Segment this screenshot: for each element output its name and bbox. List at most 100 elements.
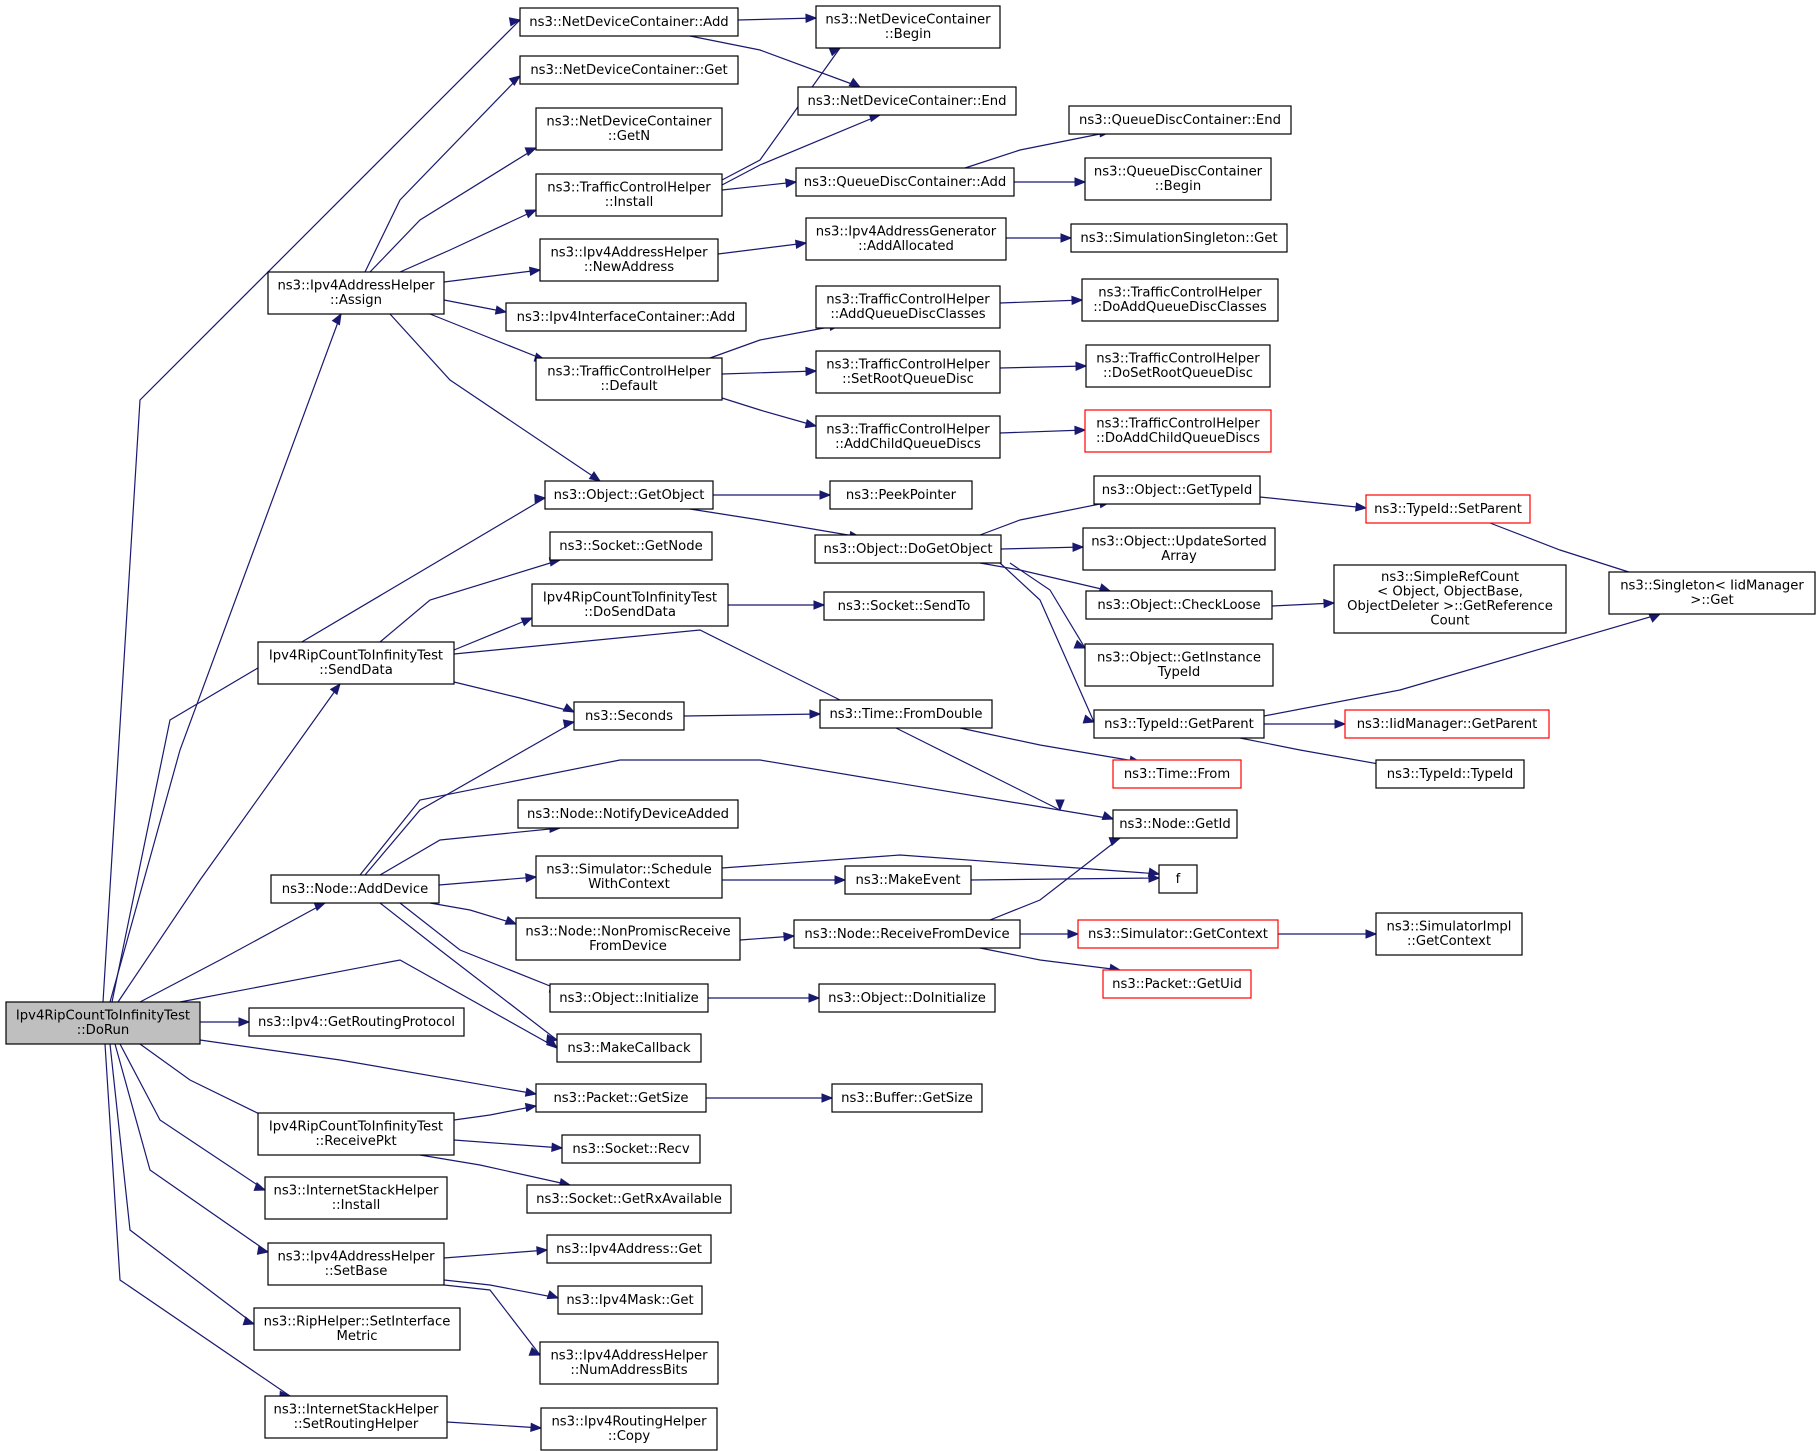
- function-node[interactable]: ns3::Socket::GetNode: [549, 531, 713, 561]
- arrowhead-icon: [821, 1093, 834, 1103]
- function-node[interactable]: ns3::Object::Initialize: [549, 983, 709, 1013]
- edge-line: [453, 617, 533, 651]
- call-edge-n0-to-n63: [114, 1043, 270, 1255]
- function-node[interactable]: ns3::Ipv4AddressHelper::NewAddress: [539, 238, 719, 282]
- node-box: [1375, 912, 1523, 956]
- function-node[interactable]: ns3::Ipv4AddressHelper::SetBase: [267, 1242, 445, 1286]
- function-node[interactable]: ns3::Node::ReceiveFromDevice: [793, 919, 1021, 949]
- function-node[interactable]: ns3::IidManager::GetParent: [1344, 709, 1550, 739]
- function-node[interactable]: ns3::TrafficControlHelper::AddChildQueue…: [815, 415, 1001, 459]
- function-node[interactable]: ns3::Object::DoInitialize: [818, 983, 996, 1013]
- node-label: ns3::InternetStackHelper: [274, 1184, 440, 1199]
- node-label: ns3::NetDeviceContainer: [825, 13, 991, 28]
- function-node[interactable]: ns3::Node::GetId: [1112, 809, 1238, 839]
- node-label: ::SendData: [319, 663, 393, 678]
- function-node[interactable]: ns3::TrafficControlHelper::SetRootQueueD…: [815, 350, 1001, 394]
- arrowhead-icon: [1148, 873, 1161, 883]
- call-edge-n46-to-n45: [970, 873, 1161, 883]
- function-node[interactable]: ns3::Object::GetObject: [544, 480, 714, 510]
- function-node[interactable]: ns3::TypeId::GetParent: [1093, 709, 1265, 739]
- function-node[interactable]: ns3::Ipv4RoutingHelper::Copy: [540, 1407, 718, 1451]
- function-node[interactable]: ns3::Socket::SendTo: [823, 591, 985, 621]
- function-node[interactable]: ns3::Node::NotifyDeviceAdded: [517, 799, 739, 829]
- arrowhead-icon: [528, 266, 542, 277]
- function-node[interactable]: ns3::QueueDiscContainer::End: [1068, 105, 1292, 135]
- function-node[interactable]: Ipv4RipCountToInfinityTest::DoSendData: [531, 583, 729, 627]
- function-node[interactable]: ns3::Object::CheckLoose: [1085, 590, 1273, 620]
- function-node[interactable]: ns3::Packet::GetSize: [535, 1083, 707, 1113]
- function-node[interactable]: ns3::TrafficControlHelper::DoSetRootQueu…: [1085, 344, 1271, 388]
- function-node[interactable]: Ipv4RipCountToInfinityTest::ReceivePkt: [257, 1112, 455, 1156]
- function-node[interactable]: ns3::Ipv4AddressGenerator::AddAllocated: [805, 217, 1007, 261]
- function-node[interactable]: ns3::TrafficControlHelper::DoAddQueueDis…: [1081, 278, 1279, 322]
- function-node[interactable]: Ipv4RipCountToInfinityTest::SendData: [257, 641, 455, 685]
- call-edge-n8-to-n10: [1014, 177, 1087, 187]
- function-node[interactable]: ns3::NetDeviceContainer::GetN: [535, 107, 723, 151]
- arrowhead-icon: [331, 312, 342, 326]
- function-node[interactable]: ns3::Socket::Recv: [561, 1134, 701, 1164]
- function-node[interactable]: ns3::Ipv4Address::Get: [546, 1234, 712, 1264]
- function-node[interactable]: ns3::MakeEvent: [844, 865, 972, 895]
- function-node[interactable]: ns3::Simulator::GetContext: [1077, 919, 1279, 949]
- call-edge-n32-to-n33: [1271, 598, 1336, 609]
- function-node[interactable]: ns3::SimulatorImpl::GetContext: [1375, 912, 1523, 956]
- function-node[interactable]: f: [1158, 864, 1198, 894]
- function-node[interactable]: Ipv4RipCountToInfinityTest::DoRun: [5, 1001, 201, 1045]
- function-node[interactable]: ns3::Ipv4AddressHelper::Assign: [267, 271, 445, 315]
- function-node[interactable]: ns3::TrafficControlHelper::AddQueueDiscC…: [815, 285, 1001, 329]
- function-node[interactable]: ns3::QueueDiscContainer::Add: [795, 167, 1015, 197]
- node-box: [1344, 709, 1550, 739]
- node-box: [1082, 527, 1276, 571]
- node-label: ns3::Socket::SendTo: [838, 599, 971, 614]
- call-edge-n0-to-n61: [119, 1043, 267, 1191]
- function-node[interactable]: ns3::MakeCallback: [556, 1033, 702, 1063]
- function-node[interactable]: ns3::PeekPointer: [829, 480, 973, 510]
- arrowhead-icon: [808, 993, 821, 1003]
- function-node[interactable]: ns3::NetDeviceContainer::Add: [519, 7, 739, 37]
- function-node[interactable]: ns3::Ipv4InterfaceContainer::Add: [505, 302, 747, 332]
- call-edge-n59-to-n57: [453, 1102, 538, 1121]
- function-node[interactable]: ns3::TrafficControlHelper::Default: [535, 357, 723, 401]
- arrowhead-icon: [508, 17, 522, 27]
- function-node[interactable]: ns3::TypeId::TypeId: [1375, 759, 1525, 789]
- function-node[interactable]: ns3::Object::DoGetObject: [814, 534, 1002, 564]
- function-node[interactable]: ns3::Ipv4AddressHelper::NumAddressBits: [539, 1341, 719, 1385]
- function-node[interactable]: ns3::Packet::GetUid: [1102, 969, 1252, 999]
- function-node[interactable]: ns3::InternetStackHelper::SetRoutingHelp…: [264, 1395, 448, 1439]
- function-node[interactable]: ns3::Seconds: [573, 701, 685, 731]
- function-node[interactable]: ns3::Ipv4Mask::Get: [557, 1285, 703, 1315]
- function-node[interactable]: ns3::SimulationSingleton::Get: [1070, 223, 1288, 253]
- edge-line: [683, 713, 821, 717]
- function-node[interactable]: ns3::Time::FromDouble: [819, 699, 993, 729]
- function-node[interactable]: ns3::TypeId::SetParent: [1365, 494, 1531, 524]
- function-node[interactable]: ns3::Node::AddDevice: [270, 874, 440, 904]
- function-node[interactable]: ns3::NetDeviceContainer::Get: [519, 55, 739, 85]
- function-node[interactable]: ns3::Singleton< IidManager>::Get: [1608, 571, 1816, 615]
- function-node[interactable]: ns3::TrafficControlHelper::DoAddChildQue…: [1084, 409, 1272, 453]
- function-node[interactable]: ns3::NetDeviceContainer::End: [797, 86, 1017, 116]
- function-node[interactable]: ns3::NetDeviceContainer::Begin: [815, 5, 1001, 49]
- function-node[interactable]: ns3::SimpleRefCount< Object, ObjectBase,…: [1333, 564, 1567, 634]
- function-node[interactable]: ns3::InternetStackHelper::Install: [264, 1176, 448, 1220]
- node-label: ::SetRootQueueDisc: [842, 372, 974, 387]
- function-node[interactable]: ns3::Socket::GetRxAvailable: [526, 1184, 732, 1214]
- node-label: ns3::Ipv4AddressHelper: [277, 1250, 435, 1265]
- call-edge-n26-to-n38: [999, 562, 1096, 724]
- function-node[interactable]: ns3::QueueDiscContainer::Begin: [1084, 157, 1272, 201]
- function-node[interactable]: ns3::Ipv4::GetRoutingProtocol: [248, 1007, 465, 1037]
- call-edge-n17-to-n18: [721, 366, 818, 377]
- node-box: [535, 107, 723, 151]
- function-node[interactable]: ns3::TrafficControlHelper::Install: [535, 173, 723, 217]
- node-label: ns3::Node::NonPromiscReceive: [525, 925, 730, 940]
- function-node[interactable]: ns3::Object::GetTypeId: [1093, 475, 1261, 505]
- function-node[interactable]: ns3::Buffer::GetSize: [831, 1083, 983, 1113]
- node-label: ns3::MakeCallback: [567, 1041, 691, 1056]
- node-label: ns3::Node::AddDevice: [282, 882, 428, 897]
- function-node[interactable]: ns3::Time::From: [1112, 759, 1242, 789]
